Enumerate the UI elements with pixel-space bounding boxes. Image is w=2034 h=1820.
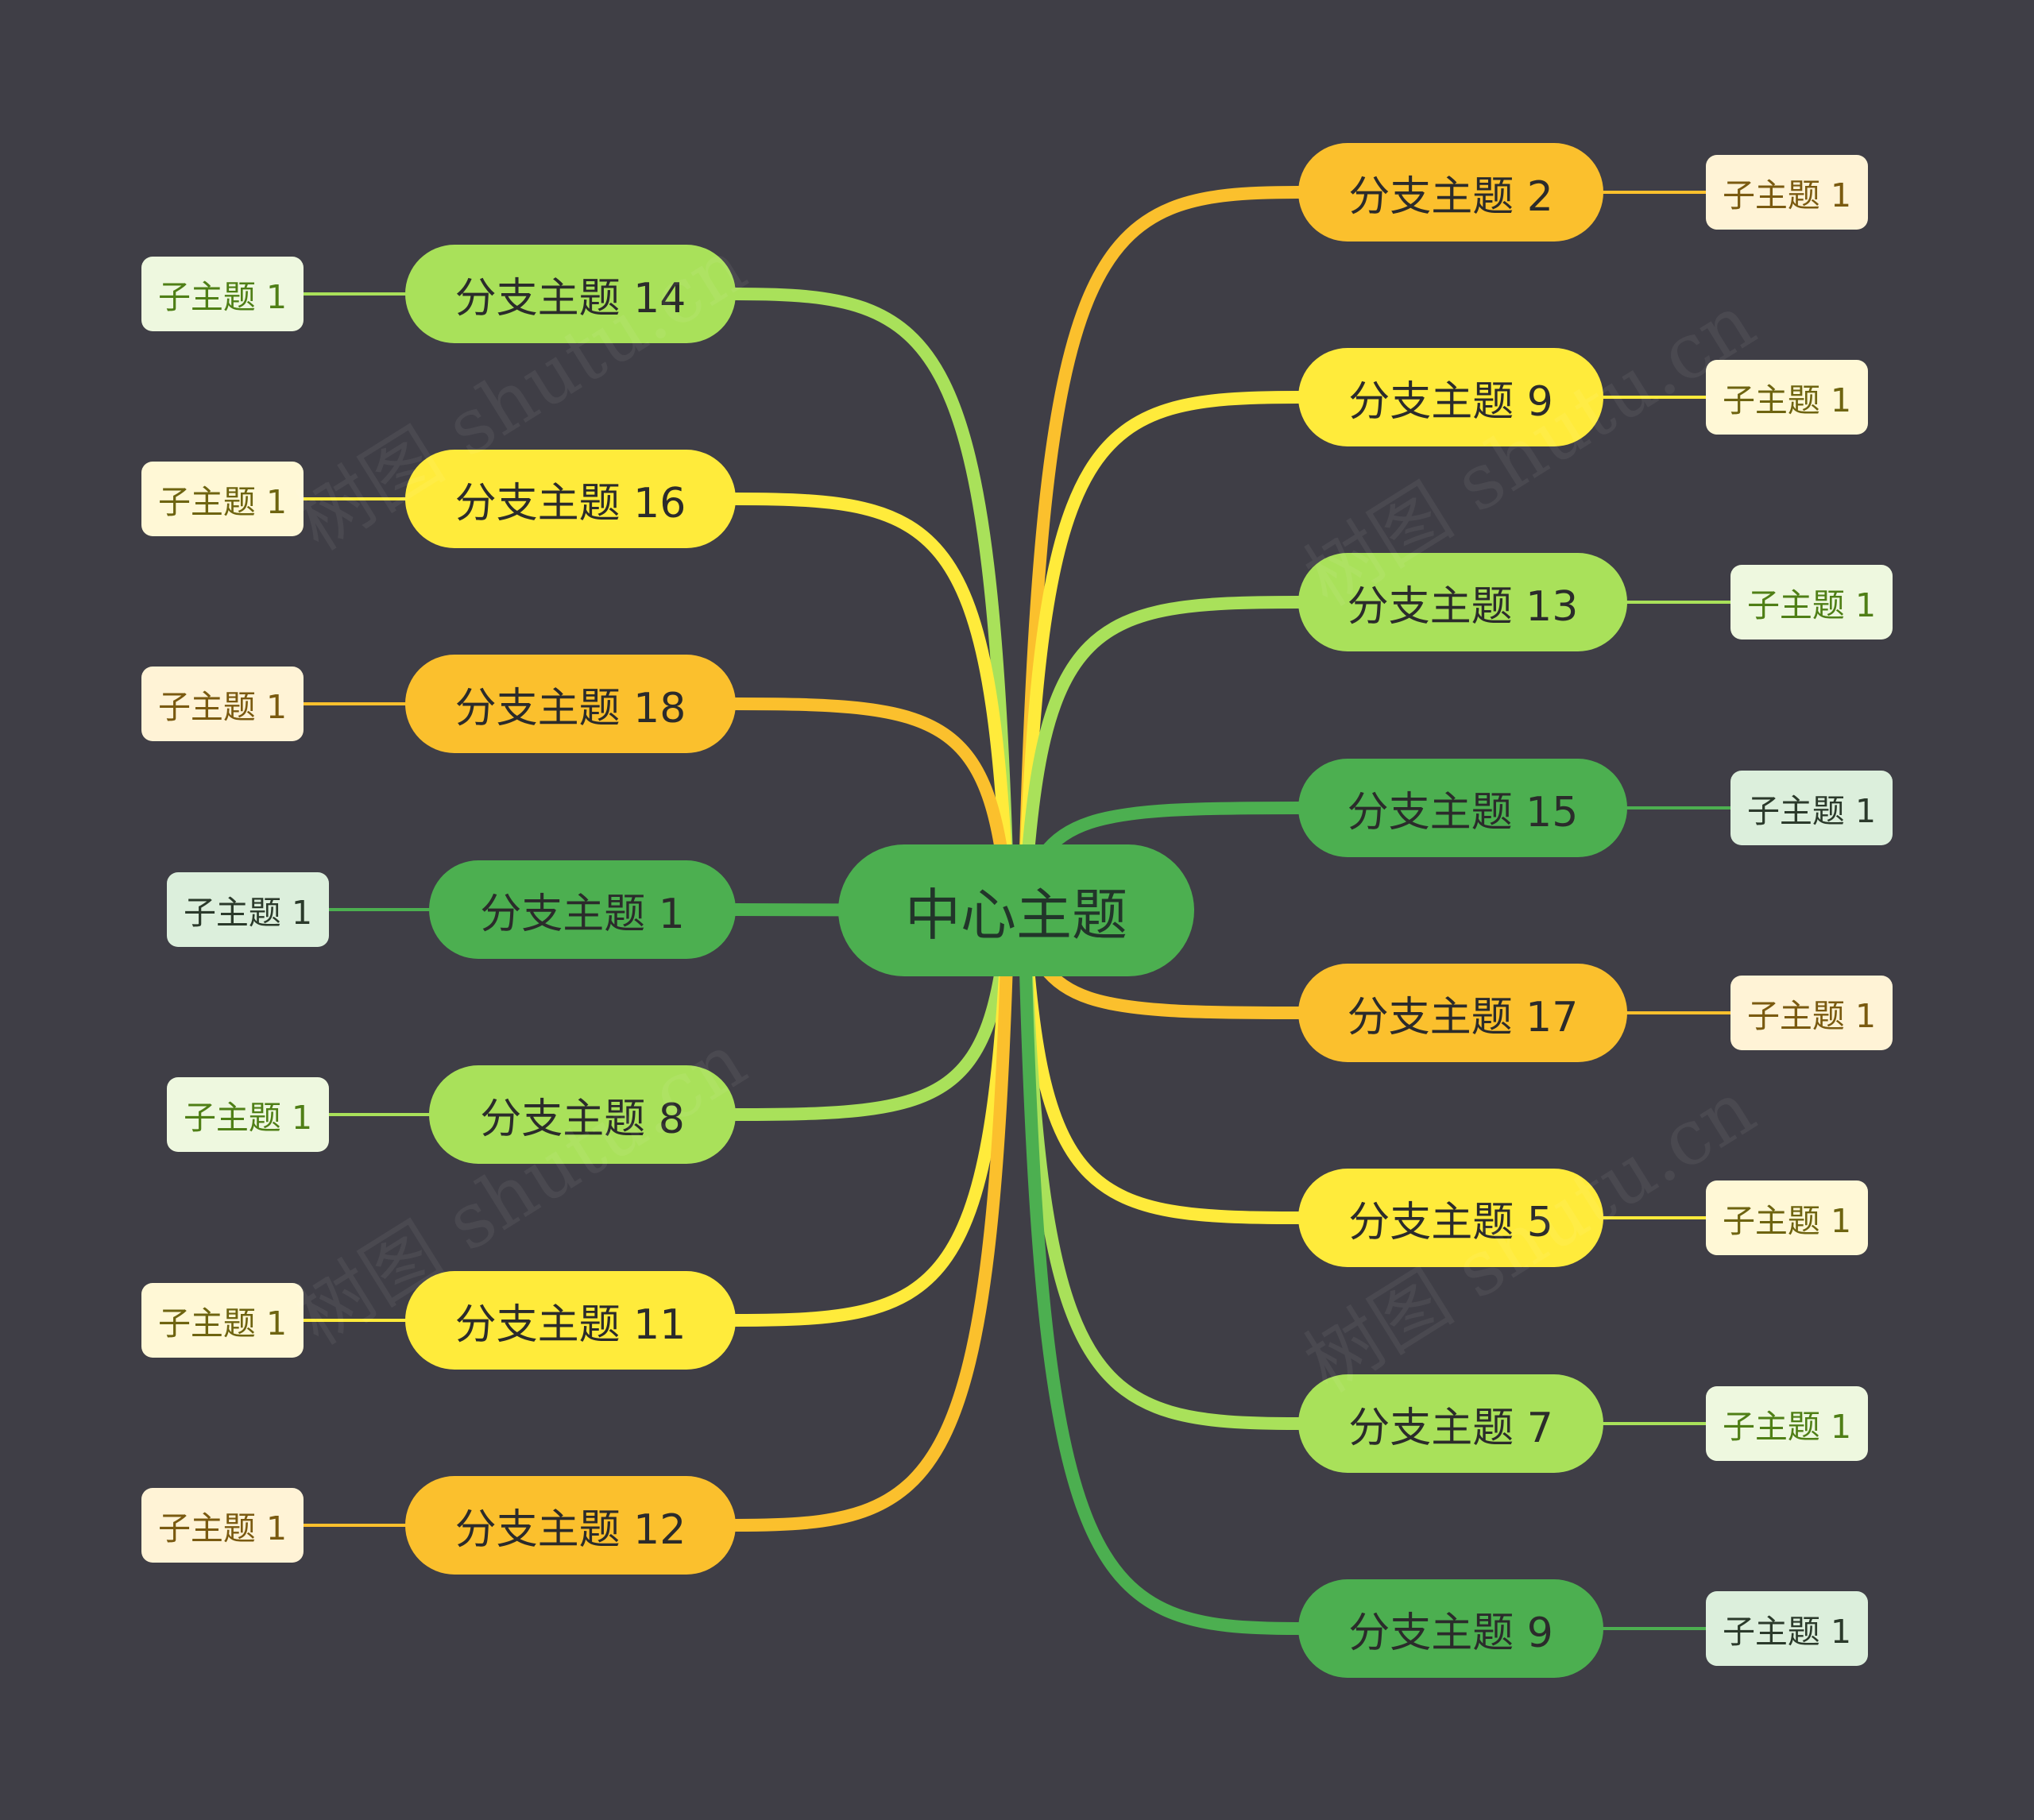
subtopic[interactable]: 子主题 1 [141, 462, 304, 536]
subtopic-label: 子主题 1 [1722, 381, 1852, 419]
branch-connector-core [733, 292, 1011, 913]
central-topic[interactable]: 中心主题 [838, 844, 1194, 976]
subtopic[interactable]: 子主题 1 [1730, 771, 1893, 845]
subtopic[interactable]: 子主题 1 [1730, 976, 1893, 1050]
branch-topic[interactable]: 分支主题 9 [1298, 1579, 1603, 1678]
branch-connector-core [733, 497, 1011, 913]
branch-topic-label: 分支主题 17 [1347, 993, 1579, 1041]
branch-topic[interactable]: 分支主题 2 [1298, 143, 1603, 242]
subtopic-label: 子主题 1 [1746, 792, 1877, 830]
subtopic[interactable]: 子主题 1 [141, 1283, 304, 1358]
branch-topic[interactable]: 分支主题 18 [405, 655, 736, 753]
subtopic[interactable]: 子主题 1 [1706, 155, 1868, 230]
branch-connector-core [733, 701, 1011, 913]
branch-topic[interactable]: 分支主题 1 [429, 860, 736, 959]
branch-topic-label: 分支主题 15 [1347, 788, 1579, 837]
branch-topic-label: 分支主题 11 [454, 1300, 686, 1349]
subtopic[interactable]: 子主题 1 [141, 667, 304, 741]
subtopic[interactable]: 子主题 1 [167, 872, 329, 947]
branch-connector-core [1022, 190, 1301, 913]
subtopic[interactable]: 子主题 1 [1706, 360, 1868, 435]
branch-topic-label: 分支主题 14 [454, 274, 686, 323]
subtopic-label: 子主题 1 [157, 1509, 288, 1548]
subtopic-label: 子主题 1 [157, 483, 288, 521]
subtopic-label: 子主题 1 [1746, 586, 1877, 624]
subtopic-label: 子主题 1 [157, 1304, 288, 1343]
branch-topic-label: 分支主题 5 [1348, 1198, 1553, 1246]
branch-topic-label: 分支主题 8 [480, 1095, 685, 1143]
subtopic-label: 子主题 1 [1746, 997, 1877, 1035]
branch-topic[interactable]: 分支主题 12 [405, 1476, 736, 1575]
branch-topic[interactable]: 分支主题 14 [405, 245, 736, 343]
branch-topic-label: 分支主题 9 [1348, 377, 1553, 426]
branch-topic-label: 分支主题 2 [1348, 172, 1553, 221]
branch-topic-label: 分支主题 13 [1347, 582, 1579, 631]
branch-topic-label: 分支主题 18 [454, 684, 686, 732]
branch-connector-core [1022, 908, 1301, 1631]
subtopic[interactable]: 子主题 1 [1706, 1591, 1868, 1666]
subtopic-label: 子主题 1 [183, 1099, 313, 1137]
branch-topic[interactable]: 分支主题 11 [405, 1271, 736, 1370]
central-topic-label: 中心主题 [905, 882, 1127, 948]
subtopic[interactable]: 子主题 1 [141, 1488, 304, 1563]
subtopic-label: 子主题 1 [183, 894, 313, 932]
branch-topic[interactable]: 分支主题 7 [1298, 1374, 1603, 1473]
branch-topic[interactable]: 分支主题 5 [1298, 1169, 1603, 1267]
branch-topic[interactable]: 分支主题 17 [1298, 964, 1627, 1062]
subtopic-label: 子主题 1 [157, 278, 288, 316]
branch-topic-label: 分支主题 7 [1348, 1404, 1553, 1452]
subtopic-label: 子主题 1 [1722, 1202, 1852, 1240]
branch-topic[interactable]: 分支主题 8 [429, 1065, 736, 1164]
subtopic[interactable]: 子主题 1 [1730, 565, 1893, 640]
subtopic[interactable]: 子主题 1 [141, 257, 304, 331]
subtopic-label: 子主题 1 [1722, 1408, 1852, 1446]
branch-topic-label: 分支主题 16 [454, 479, 686, 527]
branch-topic-label: 分支主题 12 [454, 1505, 686, 1554]
branch-topic-label: 分支主题 9 [1348, 1609, 1553, 1657]
branch-topic[interactable]: 分支主题 9 [1298, 348, 1603, 446]
subtopic[interactable]: 子主题 1 [1706, 1386, 1868, 1461]
subtopic[interactable]: 子主题 1 [167, 1077, 329, 1152]
subtopic-label: 子主题 1 [1722, 176, 1852, 214]
subtopic-label: 子主题 1 [1722, 1613, 1852, 1651]
branch-topic[interactable]: 分支主题 16 [405, 450, 736, 548]
branch-topic[interactable]: 分支主题 15 [1298, 759, 1627, 857]
subtopic-label: 子主题 1 [157, 688, 288, 726]
branch-connector-core [1022, 600, 1301, 913]
subtopic[interactable]: 子主题 1 [1706, 1180, 1868, 1255]
branch-topic[interactable]: 分支主题 13 [1298, 553, 1627, 651]
branch-connector-core [1022, 395, 1301, 913]
branch-connector-core [733, 908, 1011, 1528]
branch-topic-label: 分支主题 1 [480, 890, 685, 938]
